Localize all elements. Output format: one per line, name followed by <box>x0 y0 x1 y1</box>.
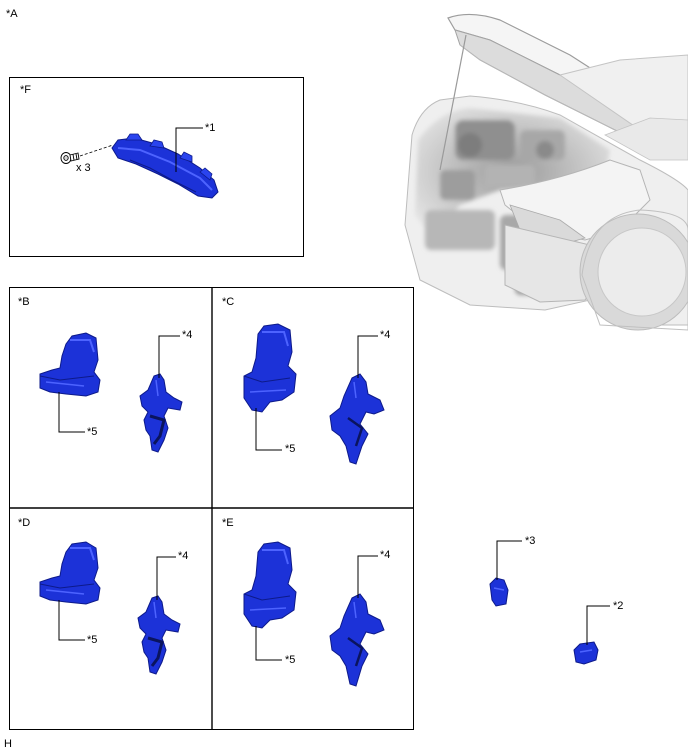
figure-label: *A <box>6 8 18 20</box>
fastener-qty: x 3 <box>76 162 91 174</box>
callout-4-d: *4 <box>178 550 189 562</box>
callout-1: *1 <box>205 122 216 134</box>
callout-4-c: *4 <box>380 329 391 341</box>
callout-2: *2 <box>613 600 624 612</box>
part-4-bracket-c <box>329 373 385 465</box>
panel-label-f: *F <box>20 84 31 96</box>
callout-5-c: *5 <box>285 443 296 455</box>
part-4-bracket-b <box>139 373 183 453</box>
figure-code: H <box>4 738 12 750</box>
panel-label-b: *B <box>18 296 30 308</box>
leader-lines-b <box>58 335 180 433</box>
callout-5-d: *5 <box>87 634 98 646</box>
bolt-guide-line <box>79 144 114 157</box>
panel-label-d: *D <box>18 517 31 529</box>
callout-3: *3 <box>525 535 536 547</box>
callout-5-b: *5 <box>87 426 98 438</box>
part-2-clip <box>573 641 599 665</box>
leader-line-1 <box>175 127 203 172</box>
part-4-bracket-d <box>137 595 181 675</box>
callout-4-b: *4 <box>182 329 193 341</box>
bolt-icon <box>60 152 80 164</box>
part-1-seal <box>111 133 219 199</box>
leader-lines-e <box>255 555 378 661</box>
part-5-duct-b <box>39 332 101 397</box>
panel-dividers <box>9 287 414 730</box>
part-5-duct-e <box>243 541 297 629</box>
vehicle-illustration <box>404 13 688 331</box>
part-5-duct-d <box>39 541 101 605</box>
panel-label-c: *C <box>222 296 235 308</box>
leader-lines-d <box>58 556 176 641</box>
callout-5-e: *5 <box>285 654 296 666</box>
leader-line-2 <box>586 605 610 645</box>
leader-lines-c <box>255 335 378 451</box>
part-5-duct-c <box>243 323 297 413</box>
panel-f <box>9 77 304 257</box>
wheel-icon <box>579 209 688 331</box>
part-4-bracket-e <box>329 593 385 687</box>
leader-line-3 <box>496 540 522 580</box>
callout-4-e: *4 <box>380 549 391 561</box>
panel-label-e: *E <box>222 517 234 529</box>
part-3-clip <box>489 577 509 607</box>
